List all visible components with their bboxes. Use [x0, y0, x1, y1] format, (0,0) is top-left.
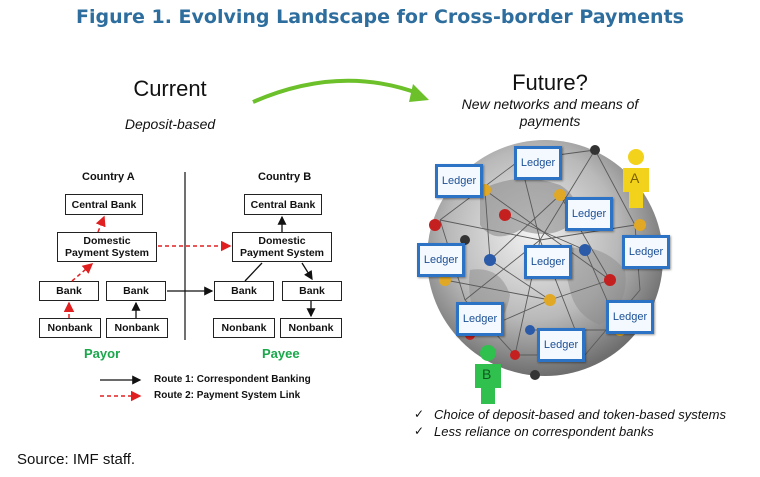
- a-nonbank-2-box: Nonbank: [106, 318, 168, 338]
- legend-route2-text: Route 2: Payment System Link: [154, 390, 301, 401]
- source-note: Source: IMF staff.: [17, 451, 136, 468]
- check-icon: ✓: [414, 407, 425, 421]
- a-nonbank-1-box: Nonbank: [39, 318, 101, 338]
- a-bank-1-box: Bank: [39, 281, 99, 301]
- country-a-label: Country A: [82, 171, 135, 183]
- route2-bank-to-dps: [71, 263, 94, 282]
- future-point-2: Less reliance on correspondent banks: [434, 424, 654, 439]
- ledger-3: Ledger: [565, 197, 613, 231]
- ledger-2: Ledger: [514, 146, 562, 180]
- person-a-label: A: [630, 170, 640, 186]
- future-heading: Future?: [512, 70, 588, 95]
- a-dps-line1: Domestic: [83, 235, 131, 247]
- ledger-4: Ledger: [417, 243, 465, 277]
- check-icon: ✓: [414, 424, 425, 438]
- legend-route1-text: Route 1: Correspondent Banking: [154, 374, 311, 385]
- current-subheading: Deposit-based: [124, 116, 216, 132]
- figure-title: Figure 1. Evolving Landscape for Cross-b…: [76, 6, 684, 28]
- country-b-label: Country B: [258, 171, 312, 183]
- a-dps-line2: Payment System: [64, 247, 150, 259]
- person-a-icon: [623, 149, 649, 208]
- ledger-7: Ledger: [456, 302, 504, 336]
- b-bank-2-box: Bank: [282, 281, 342, 301]
- b-bank-1-box: Bank: [214, 281, 274, 301]
- ledger-6: Ledger: [622, 235, 670, 269]
- payee-label: Payee: [262, 346, 300, 361]
- a-domestic-payment-system-box: Domestic Payment System: [57, 232, 157, 262]
- ledger-5: Ledger: [524, 245, 572, 279]
- ledger-1: Ledger: [435, 164, 483, 198]
- b-nonbank-2-box: Nonbank: [280, 318, 342, 338]
- ledger-9: Ledger: [537, 328, 585, 362]
- person-b-label: B: [482, 366, 492, 382]
- route1-bank-to-dps: [244, 262, 263, 282]
- transition-arrow: [252, 78, 429, 104]
- current-heading: Current: [133, 76, 207, 101]
- future-point-1: Choice of deposit-based and token-based …: [434, 407, 726, 422]
- b-dps-line2: Payment System: [239, 247, 325, 259]
- a-central-bank-box: Central Bank: [65, 194, 143, 215]
- route1-dps-to-bank2: [301, 262, 313, 281]
- route2-dps-to-cb: [95, 215, 106, 233]
- ledger-8: Ledger: [606, 300, 654, 334]
- payor-label: Payor: [84, 346, 121, 361]
- b-nonbank-1-box: Nonbank: [213, 318, 275, 338]
- b-dps-line1: Domestic: [258, 235, 306, 247]
- a-bank-2-box: Bank: [106, 281, 166, 301]
- current-diagram-arrows: [63, 172, 316, 402]
- b-central-bank-box: Central Bank: [244, 194, 322, 215]
- b-domestic-payment-system-box: Domestic Payment System: [232, 232, 332, 262]
- person-b-icon: [475, 345, 501, 404]
- future-subheading: New networks and means of payments: [461, 96, 639, 129]
